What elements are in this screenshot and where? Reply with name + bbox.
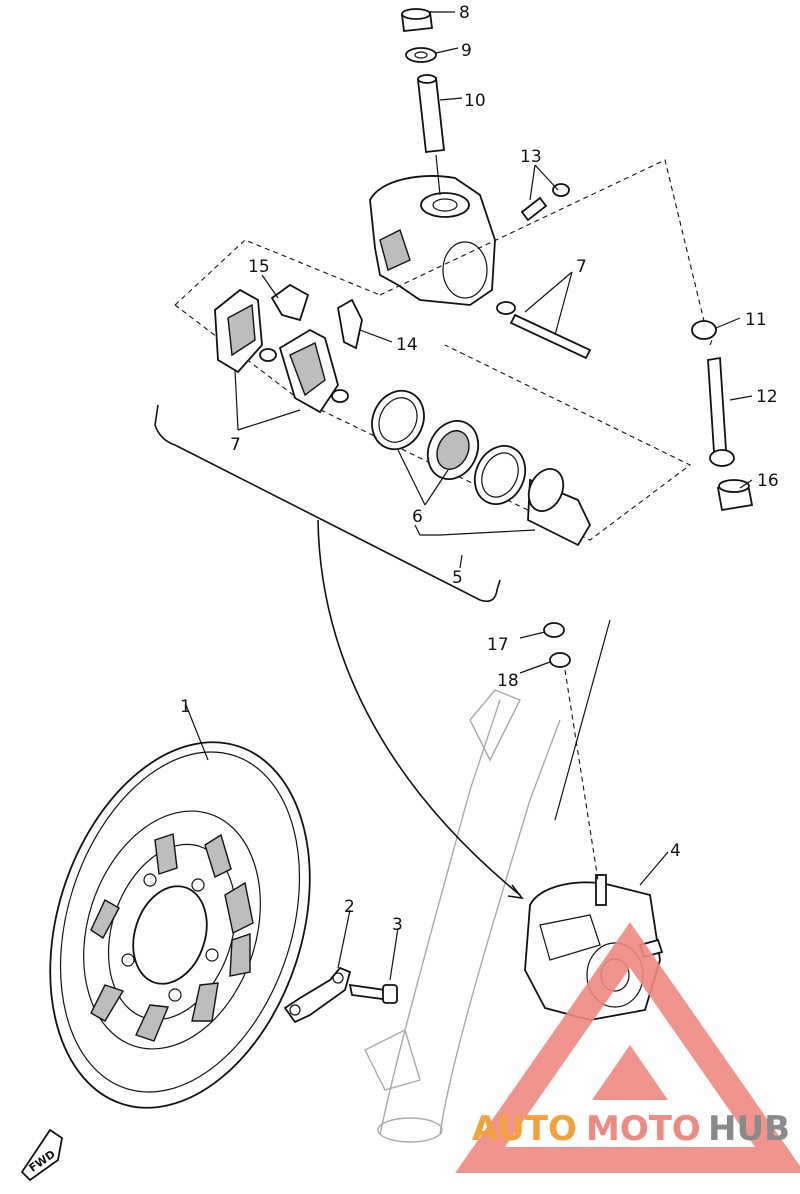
watermark-moto: MOTO [586,1109,701,1149]
brake-pad-left [214,288,277,374]
piston [527,468,592,547]
seal-ring [426,420,480,480]
dust-cap [400,8,434,32]
callout-3: 3 [392,915,403,935]
callout-9: 9 [461,41,472,61]
dust-seal [371,389,425,451]
callout-11: 11 [745,310,767,330]
callout-13: 13 [520,147,542,167]
sleeve-10 [417,74,445,153]
washer-17 [543,622,565,638]
callout-1: 1 [180,697,191,717]
callout-16: 16 [757,471,779,491]
caliper-assembly [524,874,664,1021]
callout-7-upper: 7 [576,257,587,277]
callout-12: 12 [756,387,778,407]
caliper-bolt [348,983,398,1004]
piston-seal [473,445,527,505]
pad-pin [496,301,592,360]
watermark-hub: HUB [708,1109,790,1149]
bleed-screw [520,183,570,222]
leader-lines [185,11,753,981]
callout-15: 15 [248,257,270,277]
callout-10: 10 [464,91,486,111]
callout-8: 8 [459,3,470,23]
pad-spring-14 [337,298,363,350]
bushing-16 [716,479,754,512]
leader-dashed-pads [174,239,381,306]
fwd-arrow-icon: FWD [20,1128,63,1182]
callout-2: 2 [344,897,355,917]
fork-leg-outline [364,689,561,1143]
washer-9 [405,47,437,63]
watermark-logo [455,922,800,1173]
bolt-12 [707,356,735,467]
callout-4: 4 [670,841,681,861]
leader-dashed-upper [379,159,706,326]
pad-shim-15 [270,283,310,322]
callout-14: 14 [396,335,418,355]
callout-7-lower: 7 [230,435,241,455]
callout-5: 5 [452,568,463,588]
callout-6: 6 [412,507,423,527]
brake-disc [49,741,311,1109]
washer-18 [549,652,571,668]
inner-triangle-icon [592,1045,668,1100]
nut-11 [691,320,717,340]
leader-dashed-lower [174,304,692,541]
caliper-body [369,175,496,306]
watermark-auto: AUTO [472,1109,577,1149]
callout-18: 18 [497,671,519,691]
leader-dashed-bolt [564,669,599,881]
guide-line [554,619,611,821]
spacer-plate [283,966,352,1024]
brake-pad-right [278,328,349,414]
group-bracket [154,404,524,900]
callout-17: 17 [487,635,509,655]
warning-triangle-icon [455,922,800,1173]
watermark-text: AUTO MOTO HUB [472,1109,790,1149]
